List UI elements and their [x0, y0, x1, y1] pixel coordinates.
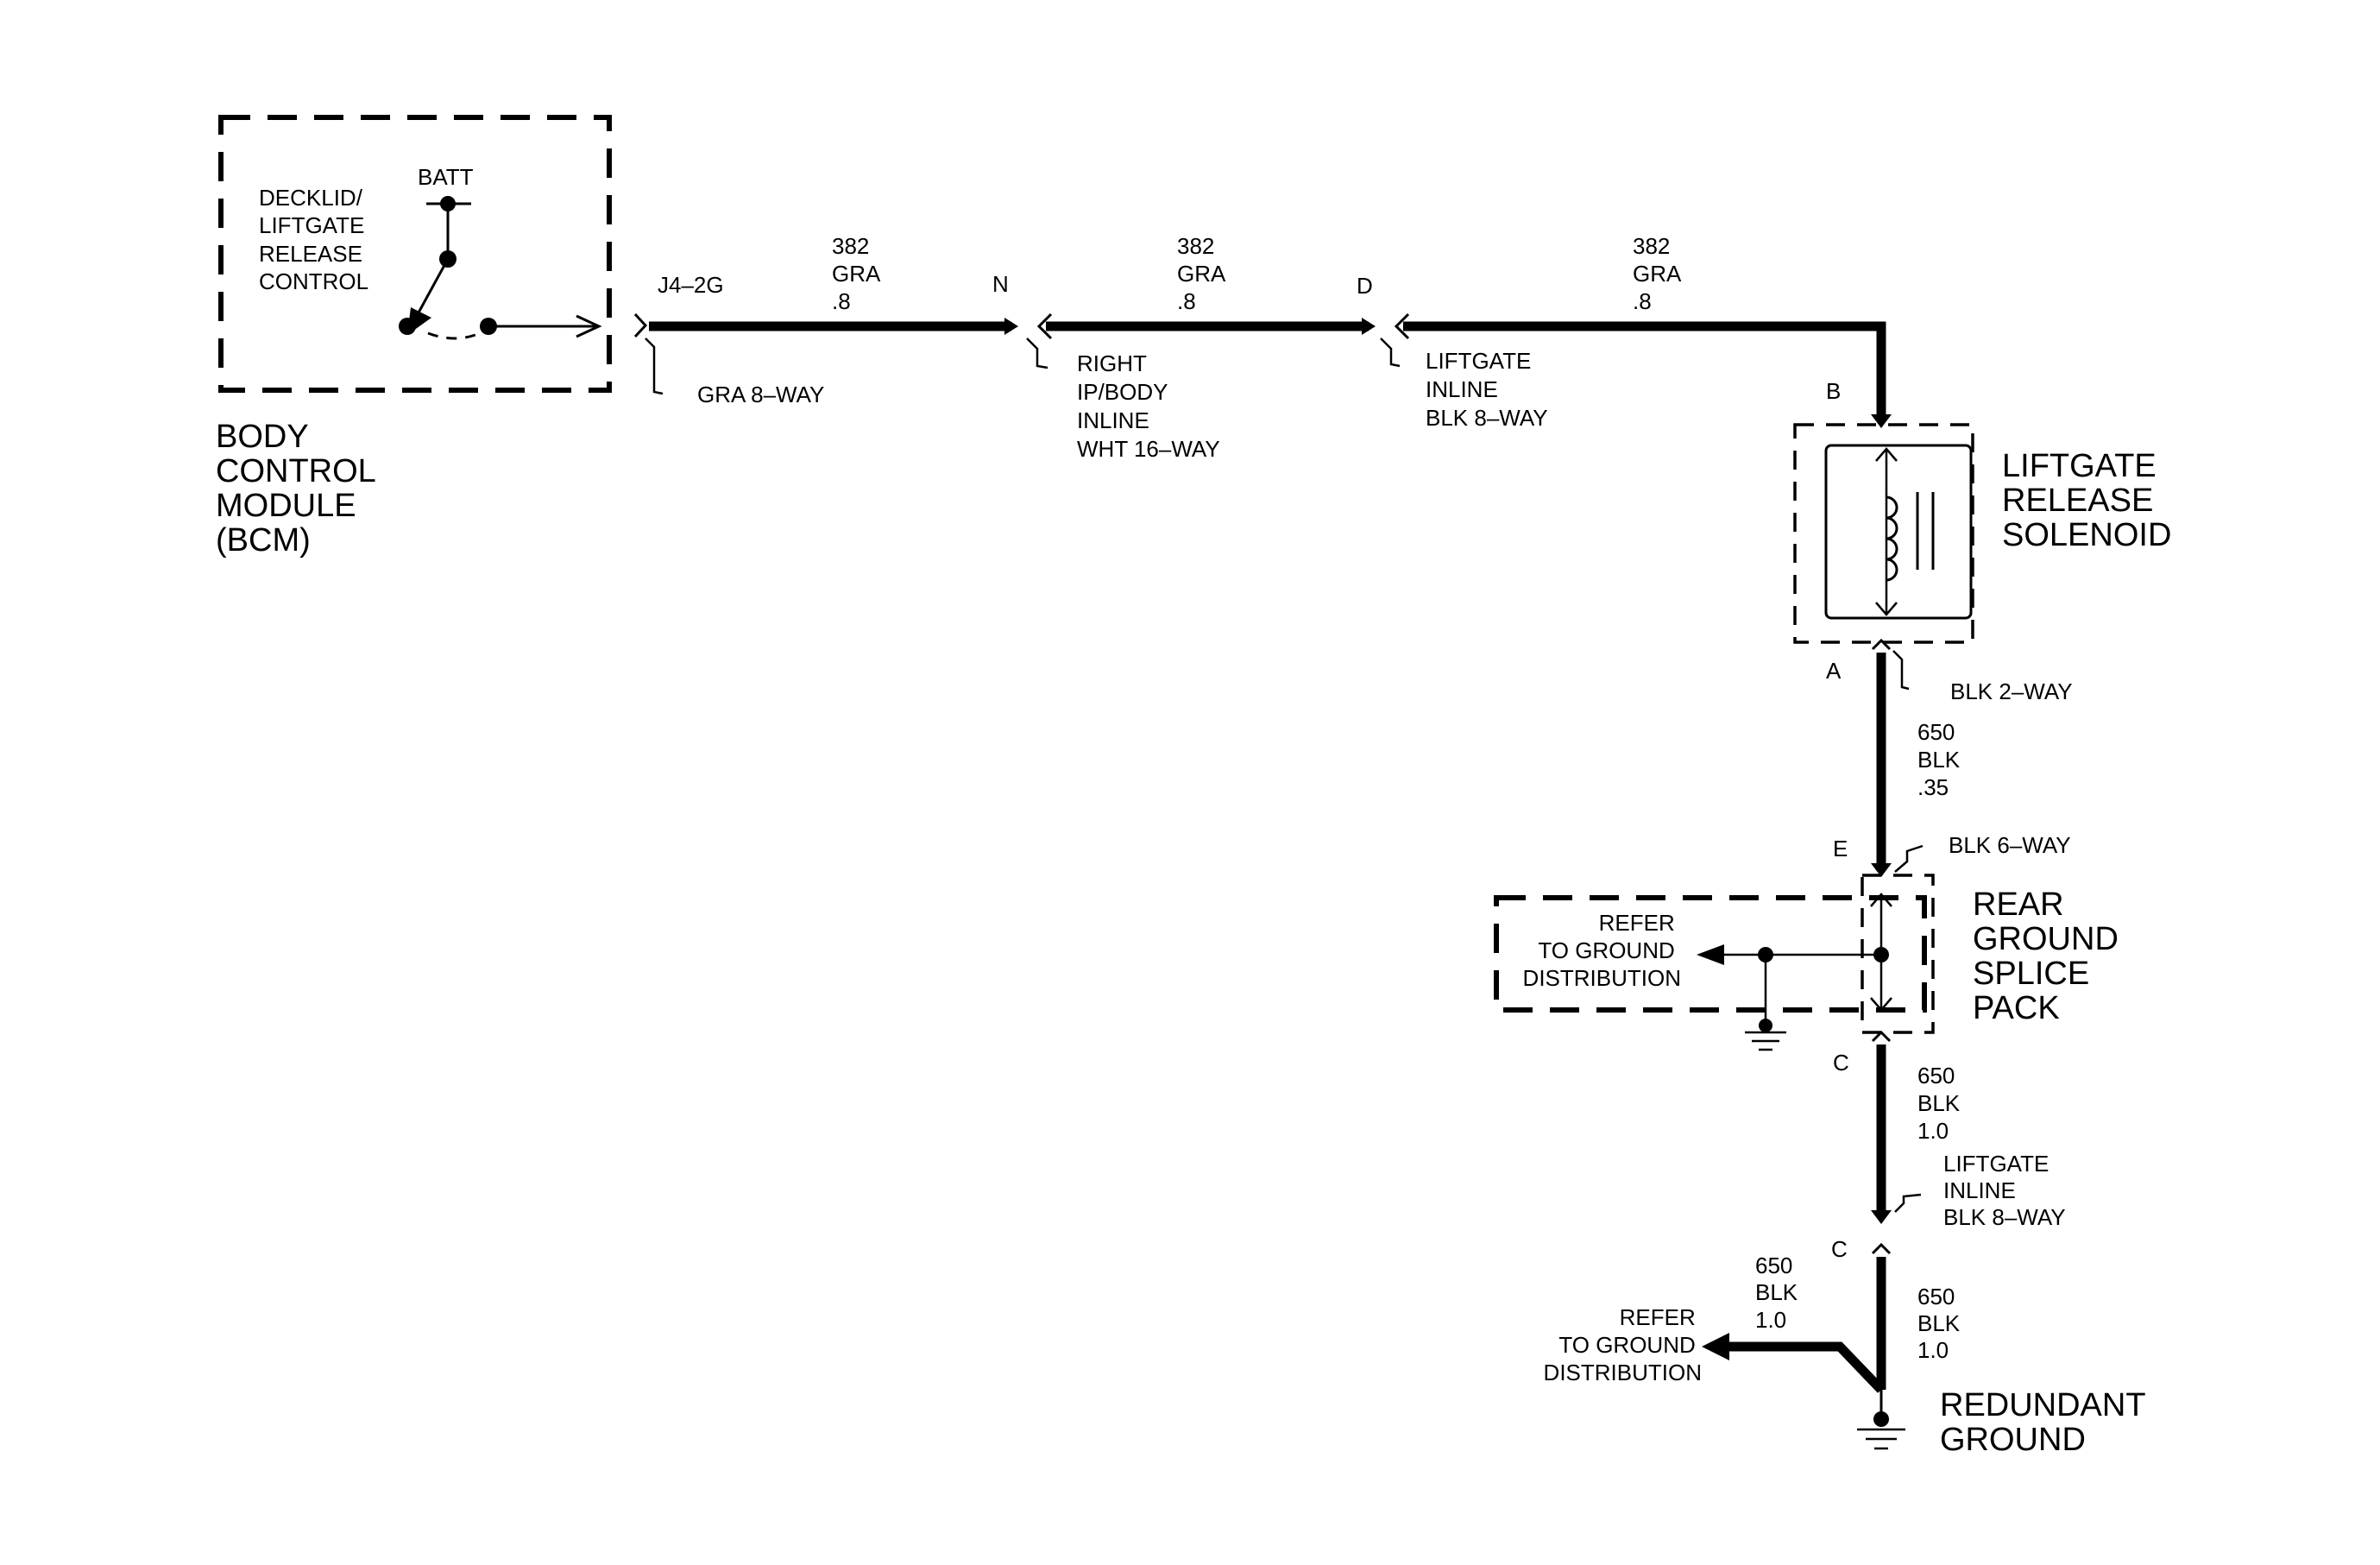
wire-650-segment-d: [1717, 1341, 1885, 1393]
connector-e-pin: E: [1833, 836, 1848, 861]
splice-ground-icon: [1745, 1019, 1786, 1051]
wire-382-segment-c: [1403, 321, 1886, 420]
connector-c: LIFTGATE INLINE BLK 8–WAY C: [1831, 1151, 2066, 1262]
splice-name: REAR GROUND SPLICE PACK: [1973, 887, 2127, 1026]
connector-n-label: RIGHT IP/BODY INLINE WHT 16–WAY: [1077, 350, 1220, 462]
connector-d: D LIFTGATE INLINE BLK 8–WAY: [1357, 273, 1548, 431]
wire-650-label-c: 650 BLK 1.0: [1917, 1284, 1966, 1363]
bcm-pin-label: J4–2G: [658, 272, 724, 298]
connector-n: N RIGHT IP/BODY INLINE WHT 16–WAY: [992, 271, 1220, 462]
splice-internal-icon: [1697, 893, 1892, 1025]
splice-block: E BLK 6–WAY REFER TO GROUND DISTRIBUTION: [1494, 832, 2127, 1076]
solenoid-name: LIFTGATE RELEASE SOLENOID: [2002, 448, 2171, 553]
ground-refer-arrow-icon: [1702, 1333, 1729, 1360]
connector-d-label: LIFTGATE INLINE BLK 8–WAY: [1426, 348, 1548, 431]
solenoid-body: [1824, 444, 1973, 620]
connector-n-pin: N: [992, 271, 1009, 297]
connector-b-pin: B: [1826, 378, 1841, 404]
batt-label: BATT: [418, 164, 474, 190]
bcm-dashed-outline: [218, 115, 612, 393]
ground-refer-label: REFER TO GROUND DISTRIBUTION: [1544, 1304, 1702, 1385]
solenoid-block: B LIFTGATE RELEASE SOLENOID A BLK 2–WAY: [1793, 378, 2171, 704]
connector-e-label: BLK 6–WAY: [1949, 832, 2071, 858]
wire-650-label-d: 650 BLK 1.0: [1755, 1253, 1804, 1333]
solenoid-dashed-outline: [1793, 423, 1974, 644]
wire-382-label-b: 382 GRA .8: [1177, 233, 1231, 314]
bcm-connector: J4–2G GRA 8–WAY: [633, 272, 824, 407]
bcm-block: DECKLID/ LIFTGATE RELEASE CONTROL BATT B…: [216, 115, 612, 558]
wire-650-label-b: 650 BLK 1.0: [1917, 1063, 1966, 1144]
connector-a-label: BLK 2–WAY: [1950, 678, 2073, 704]
batt-switch-icon: [399, 196, 602, 340]
bcm-connector-label: GRA 8–WAY: [697, 382, 824, 407]
redundant-ground-icon: [1857, 1390, 1905, 1450]
redundant-ground-label: REDUNDANT GROUND: [1940, 1387, 2154, 1458]
wire-382: [649, 321, 1886, 420]
connector-c-label: LIFTGATE INLINE BLK 8–WAY: [1943, 1151, 2066, 1230]
connector-c-pin-bottom: C: [1831, 1236, 1848, 1262]
wire-382-label-c: 382 GRA .8: [1633, 233, 1686, 314]
bcm-switch-label: DECKLID/ LIFTGATE RELEASE CONTROL: [259, 185, 371, 294]
bcm-name: BODY CONTROL MODULE (BCM): [216, 419, 384, 558]
wire-382-label-a: 382 GRA .8: [832, 233, 885, 314]
splice-refer-label: REFER TO GROUND DISTRIBUTION: [1523, 910, 1681, 991]
wire-650-label-a: 650 BLK .35: [1917, 719, 1966, 800]
connector-d-pin: D: [1357, 273, 1373, 299]
connector-a-pin: A: [1826, 658, 1842, 684]
solenoid-coil-icon: [1875, 447, 1935, 616]
splice-dashed-outline: [1494, 895, 1927, 1013]
connector-c-pin-top: C: [1833, 1050, 1849, 1076]
